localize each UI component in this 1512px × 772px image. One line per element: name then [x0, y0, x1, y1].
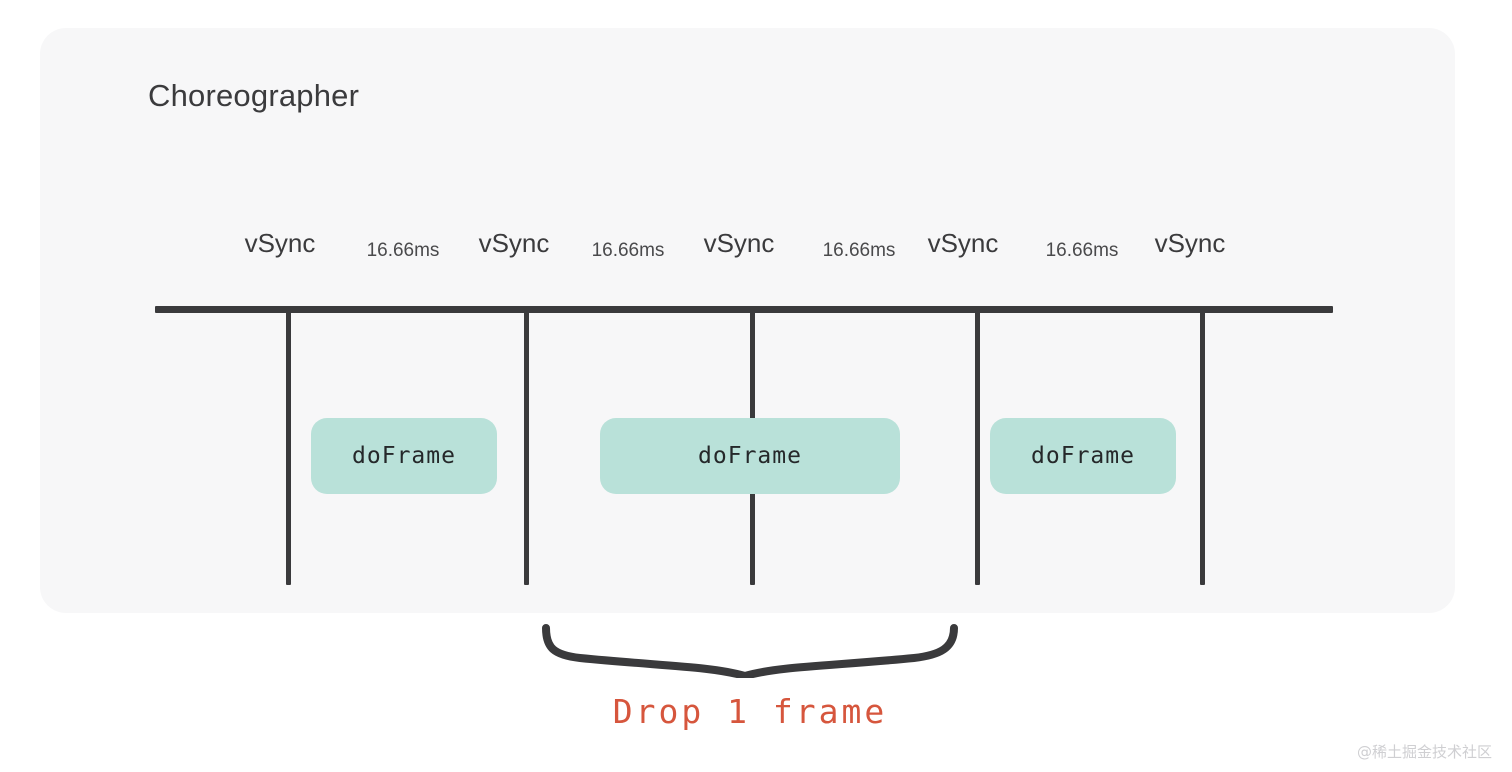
timeline-tick-4 [975, 309, 980, 585]
timeline-tick-5 [1200, 309, 1205, 585]
drop-frame-brace [540, 622, 960, 678]
timeline-bar [155, 306, 1333, 313]
interval-label-1: 16.66ms [366, 240, 440, 261]
watermark: @稀土掘金技术社区 [1356, 743, 1492, 761]
interval-label-4: 16.66ms [1045, 240, 1119, 261]
page-title: Choreographer [148, 78, 360, 113]
timeline-tick-2 [524, 309, 529, 585]
doframe-block-2: doFrame [600, 418, 900, 494]
vsync-label-1: vSync [244, 228, 316, 258]
curly-brace-icon [542, 624, 958, 678]
vsync-label-2: vSync [478, 228, 550, 258]
doframe-block-3: doFrame [990, 418, 1176, 494]
vsync-label-5: vSync [1154, 228, 1226, 258]
interval-label-3: 16.66ms [822, 240, 896, 261]
vsync-label-4: vSync [927, 228, 999, 258]
doframe-block-1: doFrame [311, 418, 497, 494]
drop-frame-caption: Drop 1 frame [612, 692, 888, 731]
choreographer-card: Choreographer vSync vSync vSync vSync vSync 1… [40, 28, 1455, 613]
vsync-label-3: vSync [703, 228, 775, 258]
interval-label-2: 16.66ms [591, 240, 665, 261]
timeline-tick-1 [286, 309, 291, 585]
